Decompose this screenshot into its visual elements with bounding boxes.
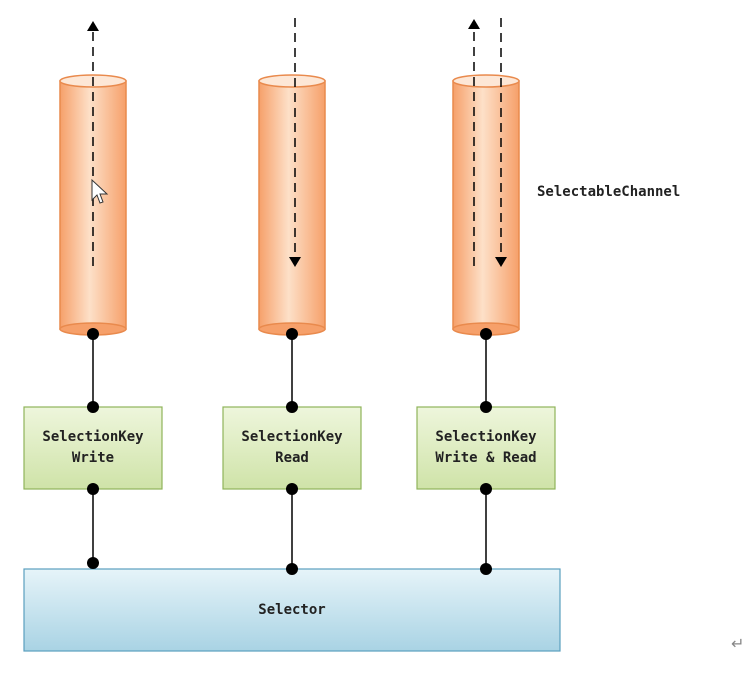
selection-key-box-2 [222, 406, 362, 490]
selector-box [23, 568, 561, 652]
connection-dots [87, 328, 492, 575]
channel-cylinder-2 [258, 74, 326, 336]
selection-key-box-1 [23, 406, 163, 490]
channel-cylinder-3 [452, 74, 520, 336]
mouse-cursor-icon [91, 178, 109, 204]
selection-key-box-3 [416, 406, 556, 490]
return-icon: ↵ [731, 634, 745, 653]
